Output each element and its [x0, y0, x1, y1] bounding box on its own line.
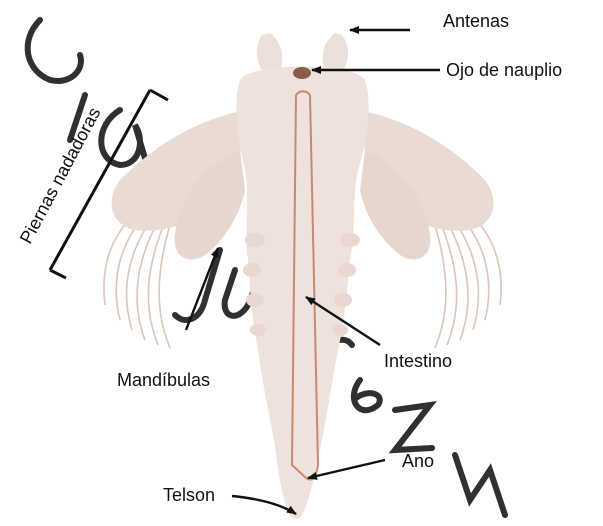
- label-piernas: Piernas nadadoras: [16, 104, 105, 247]
- trunk: [236, 67, 368, 519]
- label-intestino: Intestino: [384, 351, 452, 371]
- label-telson: Telson: [163, 485, 215, 505]
- arrow-ano: [308, 460, 385, 478]
- left-antenna: [257, 33, 283, 70]
- watermark-stroke-12: [455, 455, 505, 515]
- label-ano: Ano: [402, 451, 434, 471]
- label-antenas: Antenas: [443, 11, 509, 31]
- label-ojo: Ojo de nauplio: [446, 60, 562, 80]
- watermark-stroke-1: [28, 20, 81, 81]
- organism-body: [104, 33, 501, 519]
- watermark-stroke-11: [395, 405, 432, 450]
- label-mandibulas: Mandíbulas: [117, 370, 210, 390]
- arrow-mandibulas: [186, 248, 218, 330]
- nauplius-eye: [293, 67, 311, 79]
- watermark-stroke-10: [354, 380, 380, 410]
- right-antenna: [323, 33, 348, 70]
